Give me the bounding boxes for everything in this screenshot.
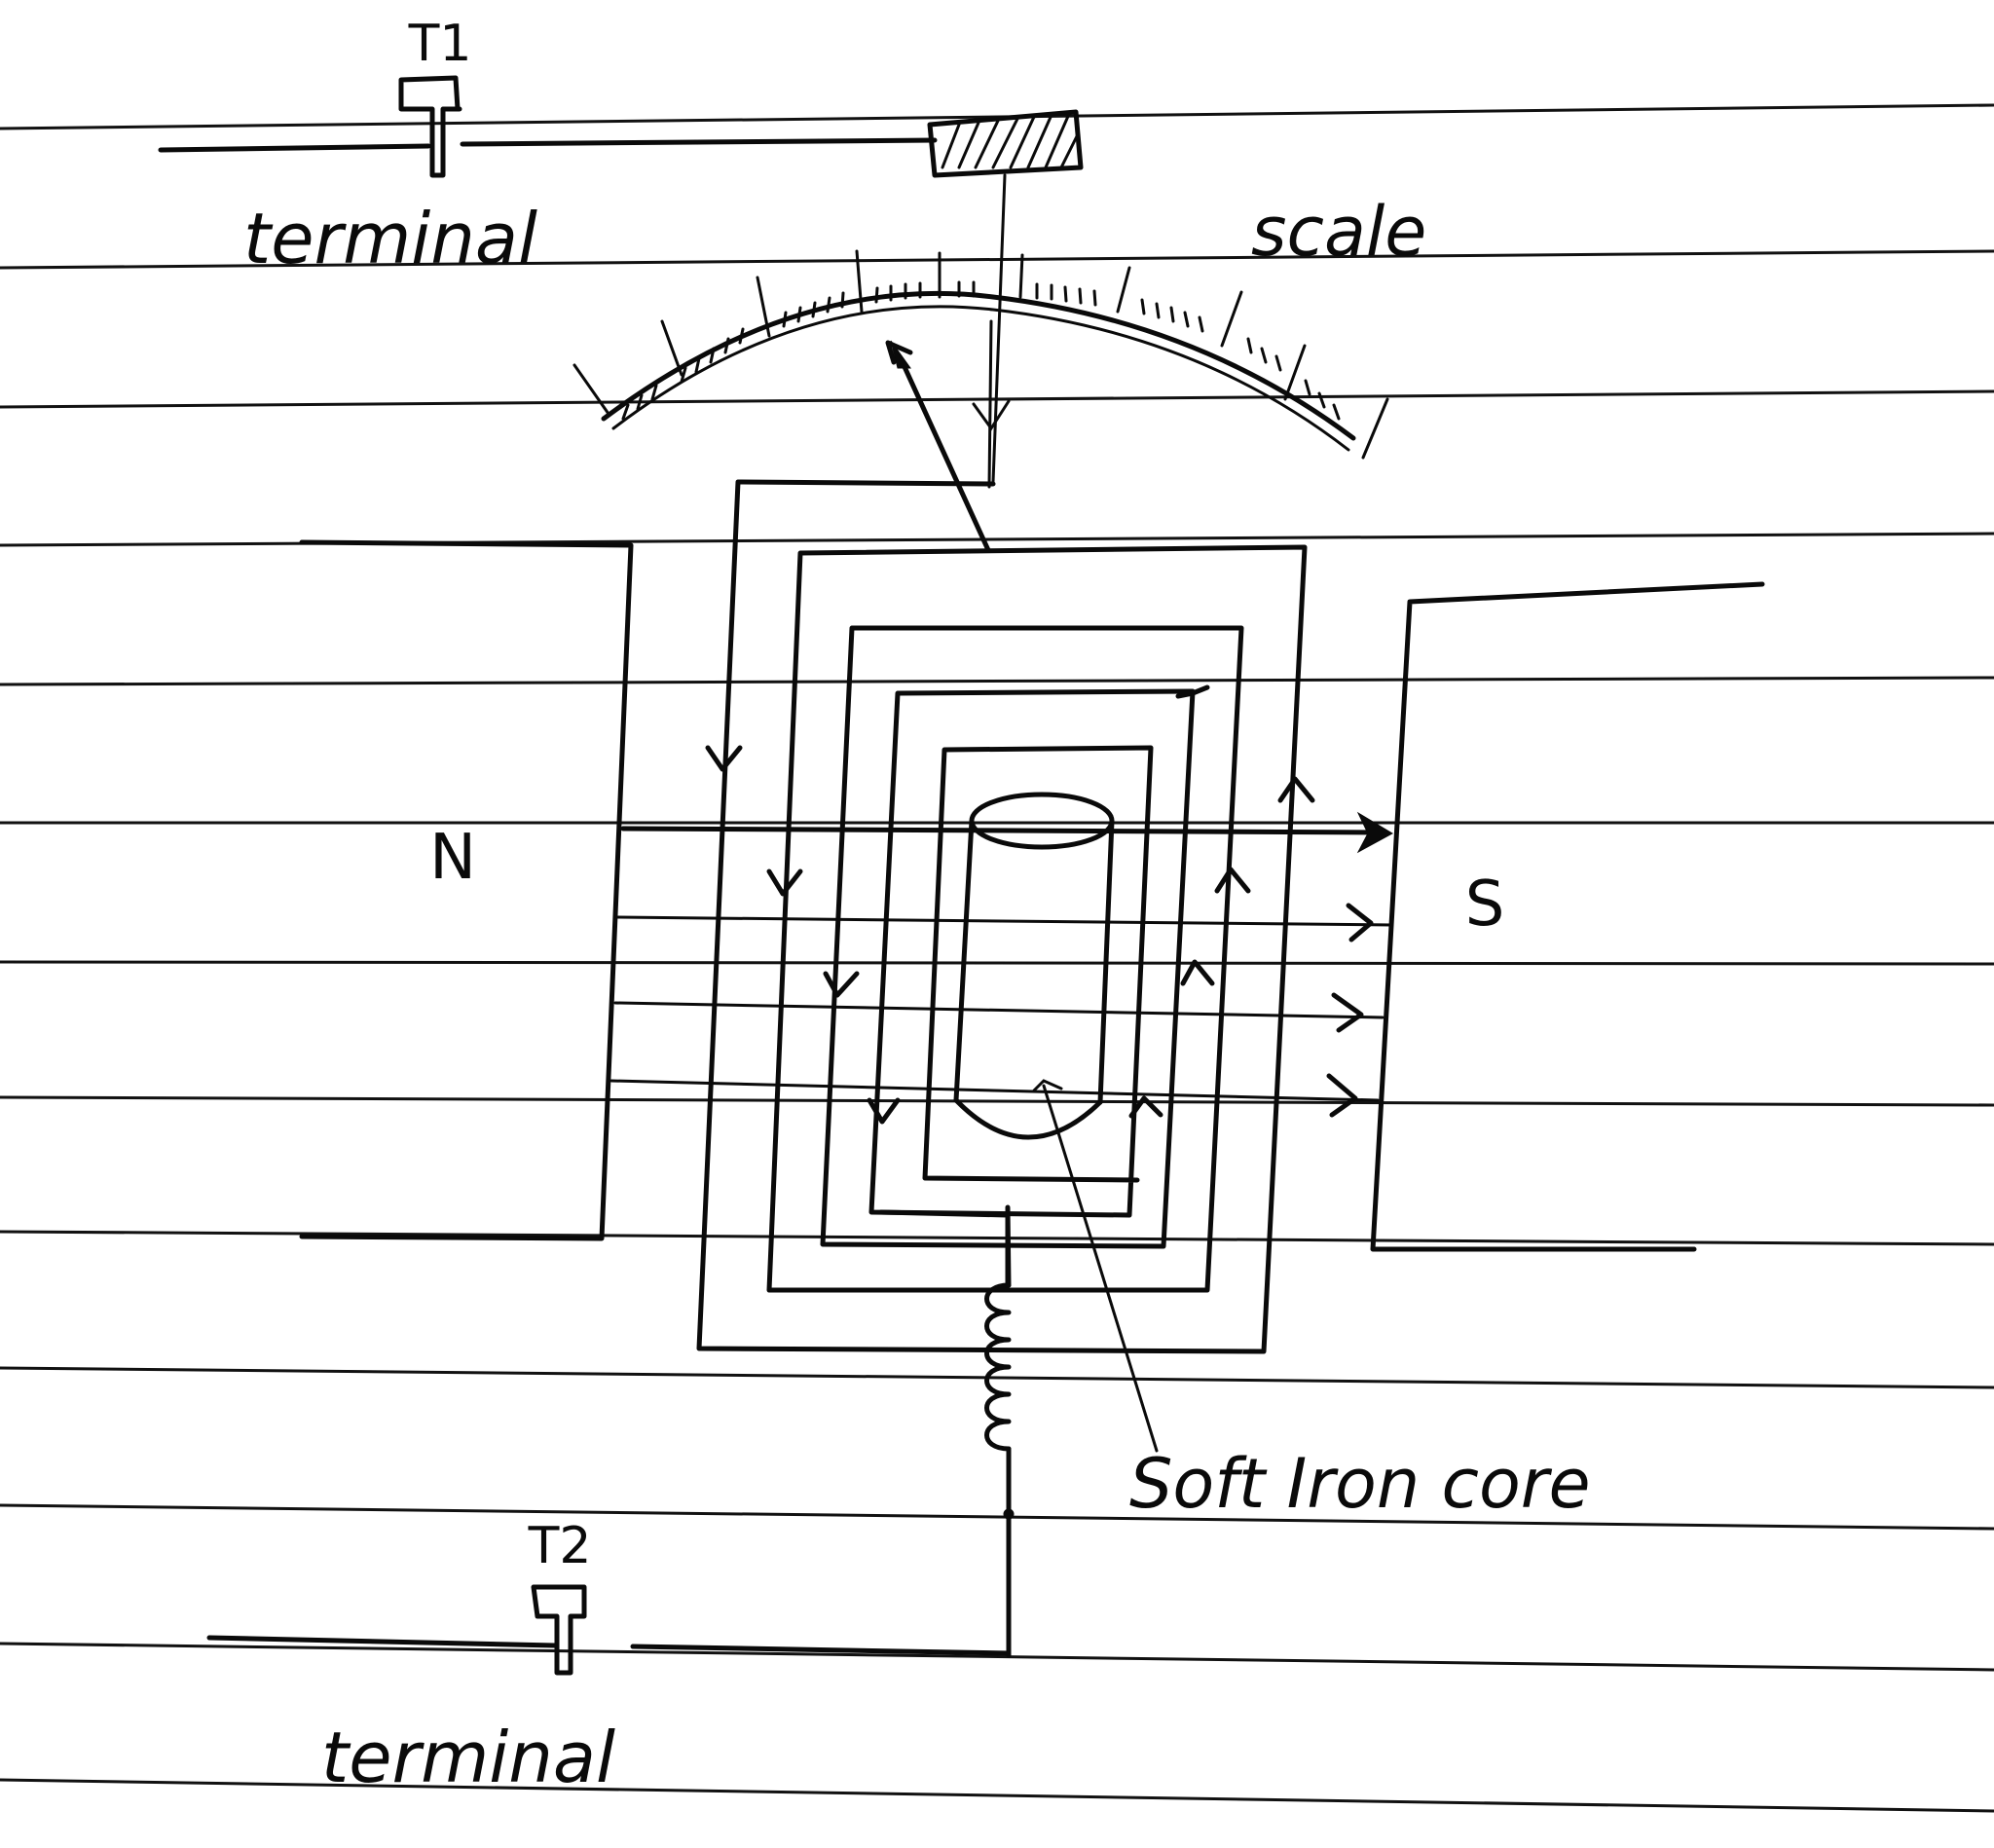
soft-iron-core: Soft Iron core [953, 792, 1591, 1524]
pointer [885, 319, 1011, 553]
terminal-t2-id: T2 [528, 1517, 592, 1575]
core-label: Soft Iron core [1129, 1444, 1591, 1524]
terminal-t2: T2 terminal [206, 1517, 1012, 1798]
field-lines [609, 811, 1394, 1118]
south-pole: S [1370, 581, 1765, 1252]
scale: scale [572, 192, 1426, 460]
terminal-t1-id: T1 [408, 15, 472, 73]
spring [984, 1204, 1015, 1658]
north-pole: N [299, 539, 634, 1241]
terminal-t1: T1 terminal [158, 15, 938, 279]
terminal-t2-label: terminal [321, 1717, 615, 1798]
terminal-t1-label: terminal [243, 198, 537, 279]
scale-label: scale [1251, 192, 1426, 272]
suspension-support [927, 109, 1084, 484]
ruled-lines [0, 103, 1994, 1813]
north-pole-label: N [429, 822, 476, 894]
south-pole-label: S [1465, 869, 1505, 941]
